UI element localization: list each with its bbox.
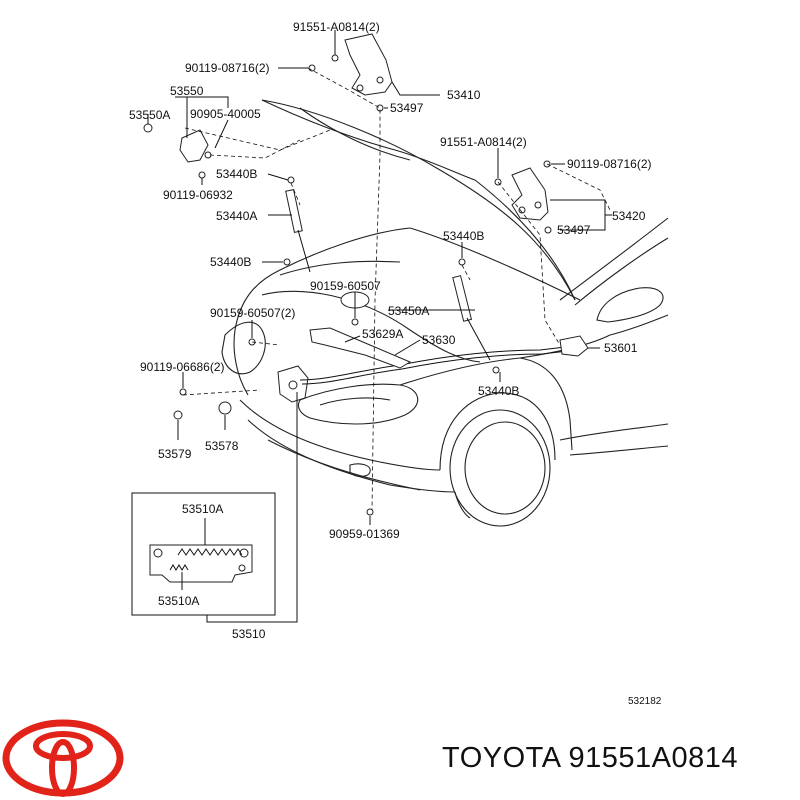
hood-hinge-left xyxy=(344,33,393,96)
label-53440B-top: 53440B xyxy=(216,167,257,181)
release-cable xyxy=(299,335,589,385)
label-91551-right: 91551-A0814(2) xyxy=(440,135,527,149)
hood-hinge-right xyxy=(511,167,549,221)
label-53601: 53601 xyxy=(604,341,638,355)
inset-box xyxy=(131,492,276,616)
label-53578: 53578 xyxy=(205,439,239,453)
label-90119-08716-left: 90119-08716(2) xyxy=(185,61,270,75)
label-53550: 53550 xyxy=(170,84,204,98)
toyota-logo-icon xyxy=(2,719,124,797)
hood-support-left xyxy=(283,176,311,273)
label-53440B-mid: 53440B xyxy=(443,229,484,243)
label-53440A: 53440A xyxy=(216,209,257,223)
dashed-reference-lines xyxy=(182,67,611,511)
seal-hood-to-radiator xyxy=(309,327,412,369)
label-53629A: 53629A xyxy=(362,327,403,341)
label-90959-01369: 90959-01369 xyxy=(329,527,400,541)
label-90905-40005: 90905-40005 xyxy=(190,107,261,121)
label-53550A: 53550A xyxy=(129,108,170,122)
label-53510: 53510 xyxy=(232,627,266,641)
label-53410: 53410 xyxy=(447,88,481,102)
diagram-code: 532182 xyxy=(628,696,662,707)
label-53440B-bottom: 53440B xyxy=(478,384,519,398)
hood-lock-assembly xyxy=(277,365,309,403)
part-labels: 91551-A0814(2) 90119-08716(2) 53550 5355… xyxy=(129,20,662,707)
label-53440B-left: 53440B xyxy=(210,255,251,269)
label-53450A: 53450A xyxy=(388,304,429,318)
label-91551-top: 91551-A0814(2) xyxy=(293,20,380,34)
label-53510A-top: 53510A xyxy=(182,502,223,516)
label-53510A-bottom: 53510A xyxy=(158,594,199,608)
label-53420: 53420 xyxy=(612,209,646,223)
hood-lock-bracket xyxy=(143,123,209,163)
label-90119-06686: 90119-06686(2) xyxy=(140,360,225,374)
label-53579: 53579 xyxy=(158,447,192,461)
label-90159-60507: 90159-60507 xyxy=(310,279,381,293)
label-53497-top: 53497 xyxy=(390,101,424,115)
label-90119-06932: 90119-06932 xyxy=(163,188,233,202)
leader-lines xyxy=(147,30,612,623)
label-90159-60507-2: 90159-60507(2) xyxy=(210,306,295,320)
label-53497-right: 53497 xyxy=(557,223,591,237)
car-body-outline xyxy=(221,99,669,527)
brand-part-number: TOYOTA 91551A0814 xyxy=(442,742,739,774)
label-90119-08716-right: 90119-08716(2) xyxy=(567,157,652,171)
label-53630: 53630 xyxy=(422,333,456,347)
